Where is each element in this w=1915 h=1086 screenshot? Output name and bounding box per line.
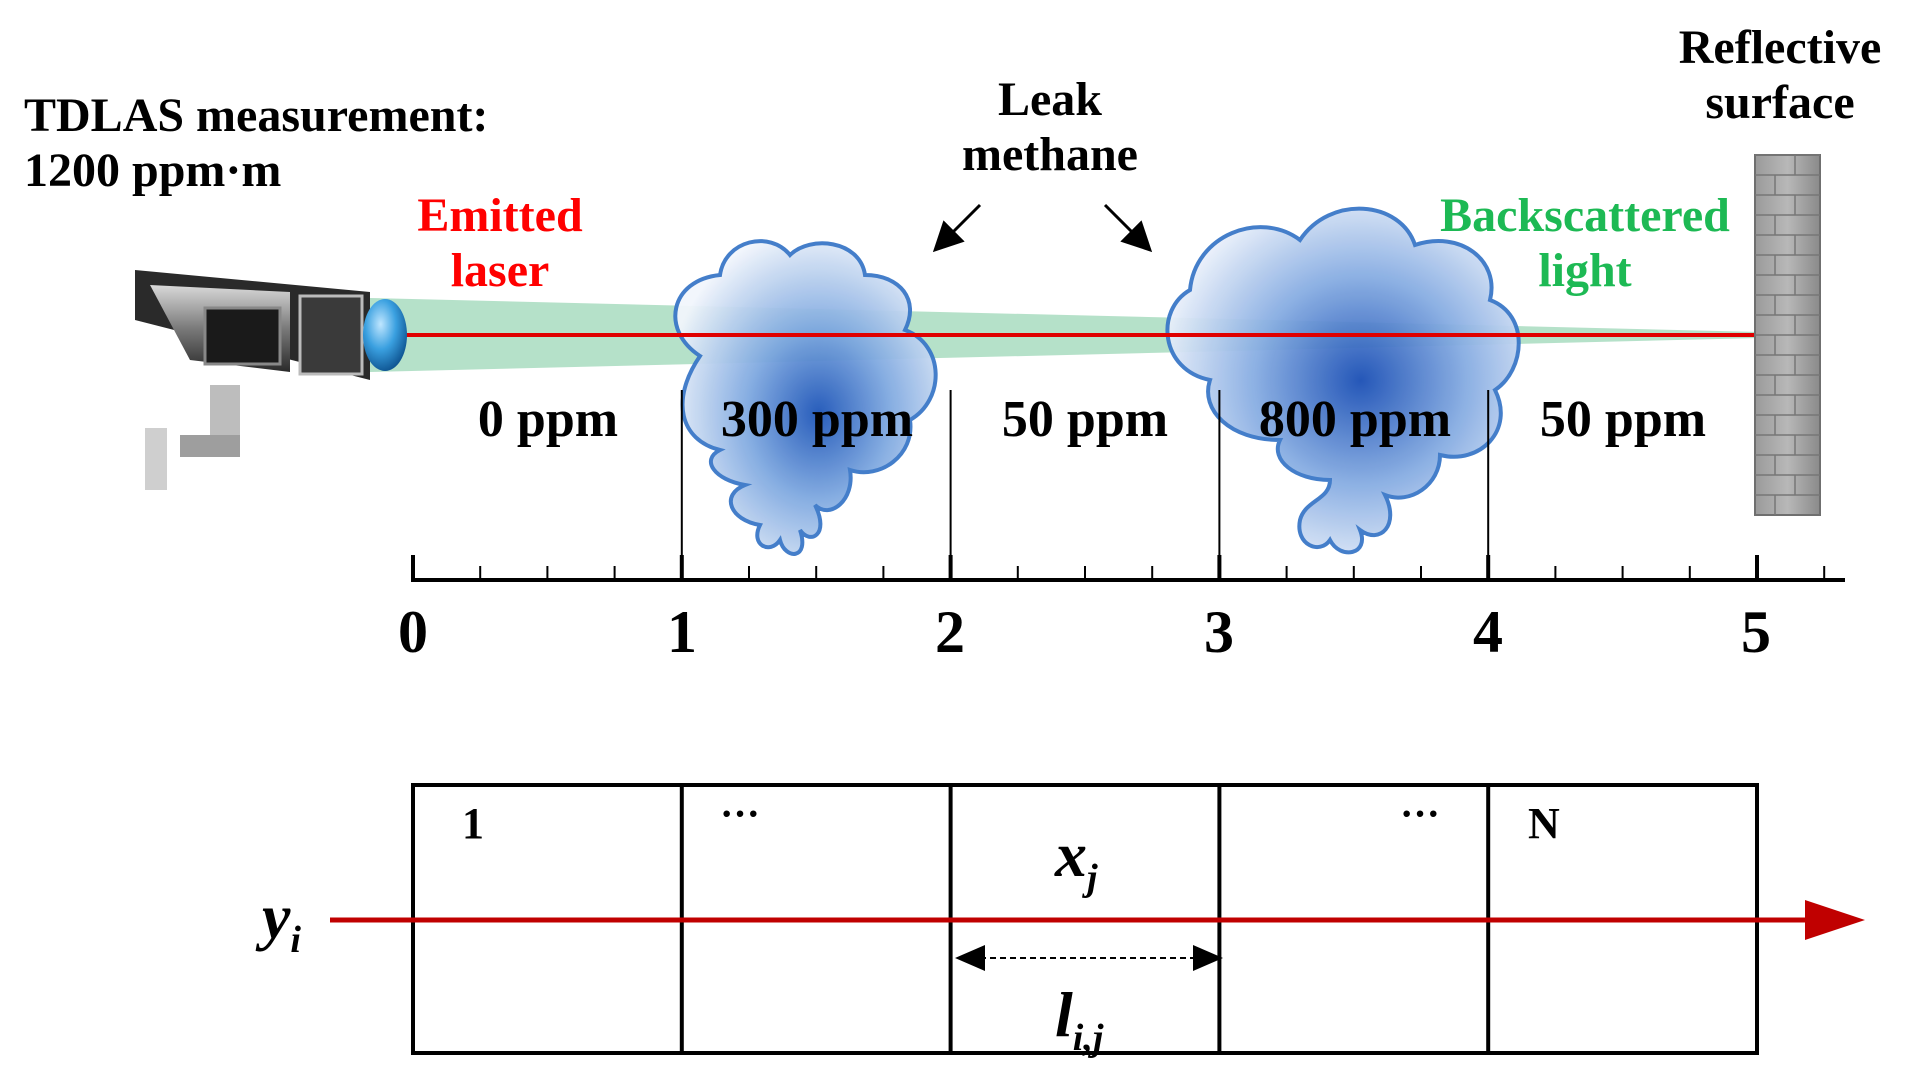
cell-variable-label: xj: [1055, 818, 1098, 900]
axis-tick-label: 0: [398, 599, 428, 665]
emitted-line1: Emitted: [417, 189, 583, 242]
cell-last-label: N: [1528, 799, 1560, 848]
measurement-label: TDLAS measurement: 1200 ppm·m: [24, 88, 488, 198]
length-arrow-right-head: [1193, 945, 1223, 971]
backscattered-light-label: Backscattered light: [1405, 188, 1765, 298]
axis-tick-label: 2: [935, 599, 965, 665]
length-variable-label: li,j: [1055, 978, 1103, 1060]
measurement-line2: 1200 ppm·m: [24, 144, 282, 198]
methane-cloud-icon: [1165, 206, 1521, 555]
ray-arrowhead: [1805, 900, 1865, 940]
cell-ellipsis-left: ···: [720, 791, 761, 836]
cell-first-label: 1: [462, 799, 484, 848]
length-var-sub: i,j: [1072, 1016, 1104, 1059]
leak-line2: methane: [962, 128, 1138, 182]
length-arrow-left-head: [955, 945, 985, 971]
backscattered-line1: Backscattered: [1440, 189, 1730, 242]
measurement-line1: TDLAS measurement:: [24, 89, 489, 142]
axis-tick-label: 4: [1473, 599, 1503, 665]
backscattered-line2: light: [1538, 244, 1632, 298]
segment-label: 50 ppm: [1539, 391, 1707, 448]
cell-var-sub: j: [1087, 856, 1098, 899]
brick-wall-icon: [1754, 154, 1821, 516]
axis-tick-label: 1: [667, 599, 697, 665]
leak-arrow-left: [932, 203, 982, 253]
segment-label: 800 ppm: [1258, 391, 1452, 448]
cell-ellipsis-right: ···: [1400, 791, 1441, 836]
segment-label: 50 ppm: [1001, 391, 1169, 448]
emitted-line2: laser: [450, 244, 550, 298]
ray-variable-label: yi: [262, 880, 301, 962]
ray-var: y: [262, 881, 291, 952]
reflective-surface-label: Reflective surface: [1650, 20, 1910, 130]
cell-var: x: [1055, 819, 1087, 890]
axis-tick-label: 3: [1204, 599, 1234, 665]
reflective-line2: surface: [1705, 76, 1855, 130]
leak-line1: Leak: [997, 73, 1102, 126]
tdlas-camera-icon: [135, 270, 407, 490]
emitted-laser-label: Emitted laser: [400, 188, 600, 298]
leak-methane-label: Leak methane: [920, 72, 1180, 182]
ray-var-sub: i: [290, 918, 301, 961]
axis-tick-label: 5: [1741, 599, 1771, 665]
length-var: l: [1055, 979, 1073, 1050]
reflective-line1: Reflective: [1678, 21, 1882, 74]
segment-label: 300 ppm: [720, 391, 914, 448]
leak-arrow-right: [1103, 203, 1153, 253]
methane-cloud-icon: [673, 239, 938, 556]
segment-label: 0 ppm: [477, 391, 619, 448]
